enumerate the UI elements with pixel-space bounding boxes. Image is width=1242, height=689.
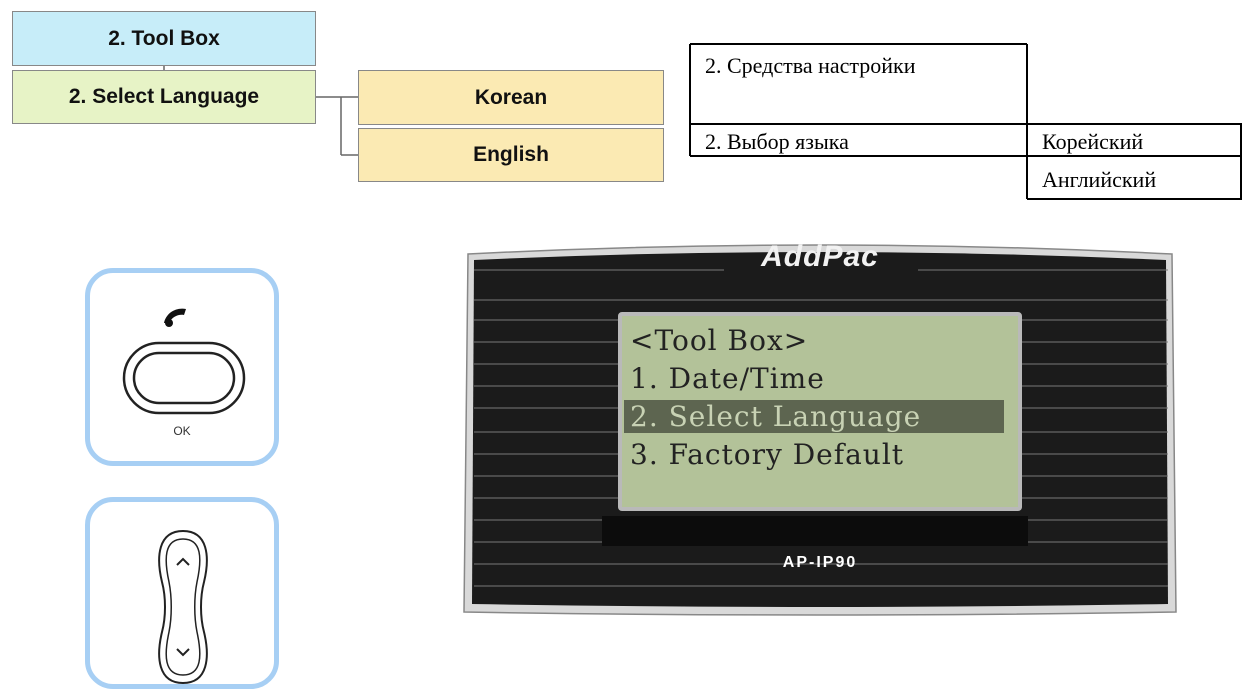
chevron-up-icon: [176, 557, 190, 566]
select-language-node: 2. Select Language: [12, 70, 316, 124]
translation-korean: Корейский: [1042, 129, 1144, 154]
nav-key-panel: [85, 497, 279, 689]
translation-select-language: 2. Выбор языка: [705, 129, 849, 154]
model-label: AP-IP90: [782, 554, 858, 571]
tool-box-label: 2. Tool Box: [108, 26, 220, 50]
tool-box-node: 2. Tool Box: [12, 11, 316, 66]
ok-key-panel: OK: [85, 268, 279, 466]
ip-phone-display: AddPac <Tool Box> 1. Date/Time 2. Select…: [462, 240, 1178, 619]
translation-english: Английский: [1042, 167, 1157, 192]
handset-icon: [164, 308, 186, 327]
lcd-screen: <Tool Box> 1. Date/Time 2. Select Langua…: [618, 312, 1022, 511]
lcd-line-date-time[interactable]: 1. Date/Time: [630, 362, 825, 395]
select-language-label: 2. Select Language: [68, 85, 260, 108]
ok-label: OK: [173, 424, 191, 438]
translation-table-grid: [689, 43, 1242, 200]
translation-tool-box: 2. Средства настройки: [705, 53, 916, 78]
english-option-label: English: [473, 143, 549, 166]
korean-option-node: Korean: [358, 70, 664, 125]
menu-tree-connectors: [163, 66, 358, 156]
lcd-line-factory-default[interactable]: 3. Factory Default: [630, 438, 905, 471]
ok-button[interactable]: [122, 341, 246, 415]
brand-logo: AddPac: [761, 240, 879, 273]
up-down-navigation-key[interactable]: [150, 527, 216, 687]
english-option-node: English: [358, 128, 664, 182]
korean-option-label: Korean: [474, 85, 548, 109]
lcd-line-select-language[interactable]: 2. Select Language: [624, 400, 1004, 433]
lcd-line-title: <Tool Box>: [630, 324, 809, 357]
chevron-down-icon: [176, 648, 190, 657]
